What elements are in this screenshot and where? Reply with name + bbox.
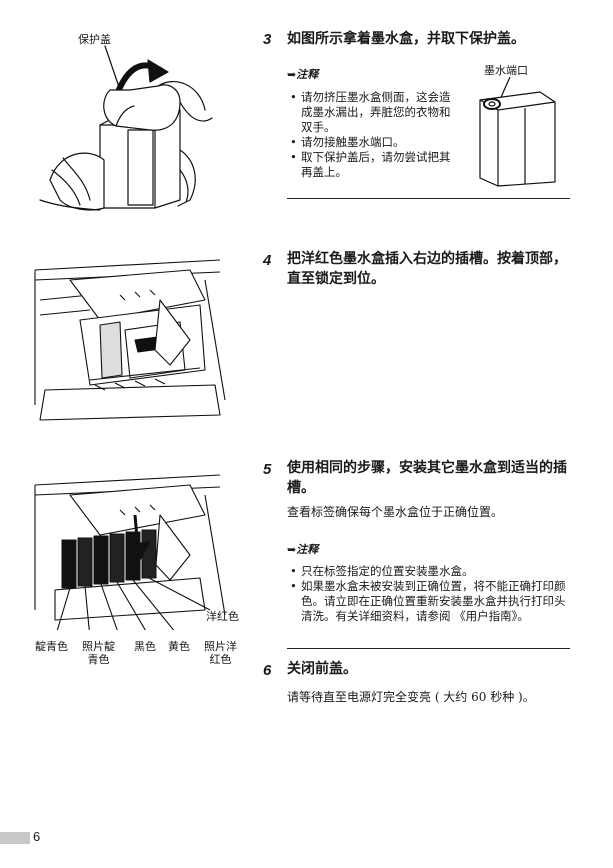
ink-port-label: 墨水端口	[484, 64, 528, 77]
step-4-number: 4	[263, 252, 272, 269]
figure-cartridges-installed: 洋红色 靛青色 照片靛 青色 黑色 黄色 照片洋 红色	[30, 460, 250, 670]
label-cyan: 靛青色	[35, 640, 68, 653]
note-item: 只在标签指定的位置安装墨水盒。	[290, 564, 568, 579]
figure-insert-cartridge	[34, 259, 226, 421]
step-5-note-heading: ➥注释	[287, 541, 318, 557]
step-6-number: 6	[263, 662, 272, 679]
step-5-notes: 只在标签指定的位置安装墨水盒。 如果墨水盒未被安装到正确位置，将不能正确打印颜色…	[290, 564, 568, 624]
protective-cap-label: 保护盖	[78, 33, 111, 46]
hands-cartridge-illustration	[39, 45, 213, 211]
note-item: 请勿接触墨水端口。	[290, 135, 460, 150]
label-photo-magenta: 照片洋 红色	[204, 640, 237, 666]
step-3-note-heading: ➥注释	[287, 66, 318, 82]
step-3-note-label: 注释	[296, 68, 319, 81]
note-item: 取下保护盖后，请勿尝试把其再盖上。	[290, 150, 460, 180]
step-6-body: 请等待直至电源灯完全变亮 ( 大约 60 秒种 )。	[287, 690, 535, 704]
note-item: 请勿挤压墨水盒侧面，这会造成墨水漏出，弄脏您的衣物和双手。	[290, 90, 460, 135]
step-5-number: 5	[263, 461, 272, 478]
step-5-title: 使用相同的步骤，安装其它墨水盒到适当的插槽。	[287, 460, 567, 496]
label-magenta: 洋红色	[206, 610, 239, 623]
step-5-note-label: 注释	[296, 543, 319, 556]
label-yellow: 黄色	[168, 640, 190, 653]
step-3-title: 如图所示拿着墨水盒，并取下保护盖。	[287, 31, 525, 47]
figure-ink-port: 墨水端口	[470, 62, 570, 192]
installed-cartridges-illustration	[34, 474, 226, 630]
step-6-title: 关闭前盖。	[287, 661, 357, 677]
label-photo-cyan: 照片靛 青色	[82, 640, 115, 666]
step-3-note-divider	[287, 198, 570, 199]
step-3-notes: 请勿挤压墨水盒侧面，这会造成墨水漏出，弄脏您的衣物和双手。 请勿接触墨水端口。 …	[290, 90, 460, 180]
step-5-note-divider	[287, 648, 570, 649]
page-number: 6	[33, 829, 41, 844]
step-3-number: 3	[263, 31, 272, 48]
figure-remove-cap: 保护盖	[30, 30, 220, 215]
note-arrow-icon: ➥	[287, 543, 297, 556]
page-number-tab	[0, 832, 30, 844]
step-4-title: 把洋红色墨水盒插入右边的插槽。按着顶部，直至锁定到位。	[287, 251, 567, 287]
note-arrow-icon: ➥	[287, 68, 297, 81]
label-black: 黑色	[134, 640, 156, 653]
cartridge-outline-illustration	[479, 76, 556, 187]
step-5-body: 查看标签确保每个墨水盒位于正确位置。	[287, 505, 504, 519]
note-item: 如果墨水盒未被安装到正确位置，将不能正确打印颜色。请立即在正确位置重新安装墨水盒…	[290, 579, 568, 624]
